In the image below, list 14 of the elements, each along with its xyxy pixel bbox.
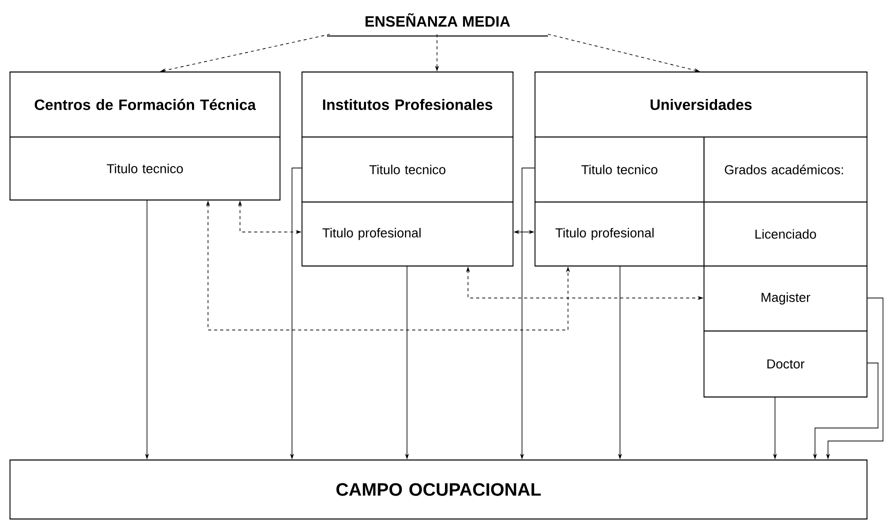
degree-box: Titulo profesional (534, 202, 704, 266)
degree-box: Magister (704, 266, 868, 332)
institution-box: Universidades (534, 72, 868, 138)
institution-box: Centros de Formación Técnica (10, 72, 280, 138)
degree-box: Titulo tecnico (302, 136, 514, 202)
degree-box: Titulo tecnico (10, 136, 280, 200)
institution-box: Institutos Profesionales (302, 72, 514, 138)
degree-box: Grados académicos: (704, 136, 868, 202)
degree-box: Licenciado (704, 202, 868, 266)
degree-box: Doctor (704, 330, 868, 398)
degree-box: Titulo tecnico (534, 136, 704, 202)
outcome-box: CAMPO OCUPACIONAL (10, 460, 868, 520)
degree-box: Titulo profesional (302, 202, 514, 266)
heading-text: ENSEÑANZA MEDIA (326, 13, 548, 36)
